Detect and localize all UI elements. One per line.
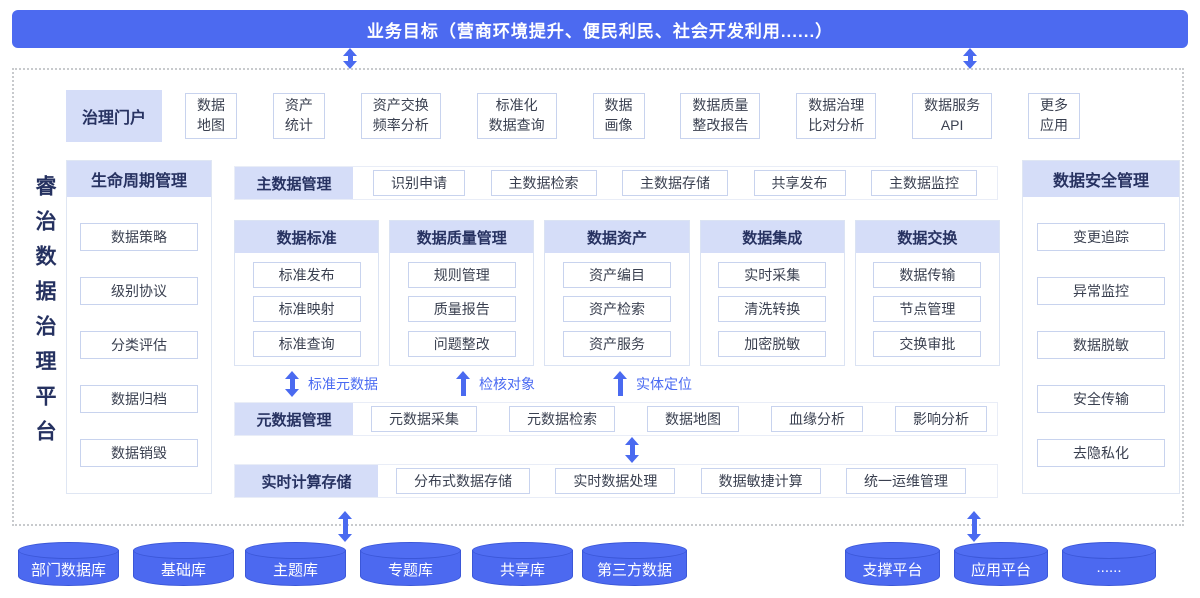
portal-item: 资产统计 bbox=[272, 93, 325, 139]
database-cylinder: 部门数据库 bbox=[18, 542, 119, 586]
connector-arrow-icon bbox=[963, 48, 977, 69]
up-arrow-icon bbox=[456, 371, 470, 396]
security-item: 数据脱敏 bbox=[1037, 331, 1165, 359]
portal-item: 资产交换频率分析 bbox=[360, 93, 441, 139]
realtime-row: 实时计算存储 分布式数据存储 实时数据处理 数据敏捷计算 统一运维管理 bbox=[234, 464, 998, 498]
capability-item: 资产编目 bbox=[563, 261, 671, 288]
portal-item: 数据质量整改报告 bbox=[680, 93, 761, 139]
flow-label-entity-location: 实体定位 bbox=[613, 371, 692, 397]
portal-item: 数据地图 bbox=[185, 93, 237, 139]
metadata-item: 血缘分析 bbox=[771, 406, 863, 432]
master-data-item: 主数据存储 bbox=[622, 170, 728, 196]
realtime-item: 分布式数据存储 bbox=[396, 468, 530, 494]
metadata-row: 元数据管理 元数据采集 元数据检索 数据地图 血缘分析 影响分析 bbox=[234, 402, 998, 436]
realtime-item: 统一运维管理 bbox=[845, 468, 966, 494]
security-header: 数据安全管理 bbox=[1023, 161, 1179, 197]
portal-row: 治理门户 数据地图 资产统计 资产交换频率分析 标准化数据查询 数据画像 数据质… bbox=[66, 90, 1080, 142]
capability-item: 清洗转换 bbox=[718, 296, 827, 322]
database-cylinder: 共享库 bbox=[472, 542, 573, 586]
capability-column-assets: 数据资产 资产编目 资产检索 资产服务 bbox=[544, 220, 690, 366]
capability-item: 数据传输 bbox=[873, 261, 982, 288]
capability-item: 标准发布 bbox=[252, 261, 361, 288]
capability-item: 质量报告 bbox=[407, 296, 516, 322]
capability-item: 规则管理 bbox=[407, 261, 516, 288]
security-item: 变更追踪 bbox=[1037, 223, 1165, 251]
metadata-item: 影响分析 bbox=[895, 406, 987, 432]
flow-label-check-object: 检核对象 bbox=[456, 371, 535, 397]
metadata-item: 数据地图 bbox=[647, 406, 739, 432]
metadata-item: 元数据检索 bbox=[509, 406, 615, 432]
metadata-item: 元数据采集 bbox=[371, 406, 477, 432]
platform-cylinder: ...... bbox=[1062, 542, 1156, 586]
platform-cylinder: 支撑平台 bbox=[845, 542, 940, 586]
lifecycle-item: 数据归档 bbox=[80, 385, 198, 413]
portal-item: 标准化数据查询 bbox=[476, 93, 557, 139]
capability-column-exchange: 数据交换 数据传输 节点管理 交换审批 bbox=[854, 220, 1001, 366]
connector-arrow-icon bbox=[967, 511, 981, 542]
up-arrow-icon bbox=[613, 371, 627, 396]
realtime-item: 实时数据处理 bbox=[555, 468, 676, 494]
security-item: 安全传输 bbox=[1037, 385, 1165, 413]
capability-item: 节点管理 bbox=[873, 296, 982, 322]
platform-boundary bbox=[12, 68, 1184, 526]
capability-columns: 数据标准 标准发布 标准映射 标准查询 数据质量管理 规则管理 质量报告 问题整… bbox=[234, 220, 1001, 366]
master-data-item: 主数据监控 bbox=[871, 170, 977, 196]
capability-item: 标准映射 bbox=[252, 296, 361, 322]
realtime-header: 实时计算存储 bbox=[235, 465, 378, 497]
capability-item: 加密脱敏 bbox=[718, 330, 827, 357]
capability-item: 问题整改 bbox=[407, 330, 516, 357]
database-cylinder: 主题库 bbox=[245, 542, 346, 586]
double-arrow-icon bbox=[285, 371, 299, 397]
capability-column-standards: 数据标准 标准发布 标准映射 标准查询 bbox=[234, 220, 380, 366]
security-item: 去隐私化 bbox=[1037, 439, 1165, 467]
capability-item: 标准查询 bbox=[252, 330, 361, 357]
portal-header: 治理门户 bbox=[66, 90, 162, 142]
lifecycle-header: 生命周期管理 bbox=[67, 161, 211, 197]
master-data-item: 共享发布 bbox=[753, 170, 846, 196]
capability-column-integration: 数据集成 实时采集 清洗转换 加密脱敏 bbox=[699, 220, 845, 366]
database-cylinder: 基础库 bbox=[133, 542, 234, 586]
metadata-header: 元数据管理 bbox=[235, 403, 353, 435]
realtime-item: 数据敏捷计算 bbox=[700, 468, 821, 494]
security-column: 数据安全管理 变更追踪 异常监控 数据脱敏 安全传输 去隐私化 bbox=[1022, 160, 1180, 494]
master-data-row: 主数据管理 识别申请 主数据检索 主数据存储 共享发布 主数据监控 bbox=[234, 166, 998, 200]
capability-column-quality: 数据质量管理 规则管理 质量报告 问题整改 bbox=[389, 220, 535, 366]
portal-item: 更多应用 bbox=[1028, 93, 1080, 139]
flow-label-standard-metadata: 标准元数据 bbox=[285, 371, 378, 397]
lifecycle-column: 生命周期管理 数据策略 级别协议 分类评估 数据归档 数据销毁 bbox=[66, 160, 212, 494]
connector-arrow-icon bbox=[343, 48, 357, 69]
lifecycle-item: 分类评估 bbox=[80, 331, 198, 359]
portal-item: 数据治理比对分析 bbox=[796, 93, 877, 139]
connector-arrow-icon bbox=[338, 511, 352, 542]
master-data-item: 识别申请 bbox=[373, 170, 465, 196]
connector-arrow-icon bbox=[625, 437, 639, 463]
capability-item: 资产检索 bbox=[563, 296, 671, 322]
security-item: 异常监控 bbox=[1037, 277, 1165, 305]
platform-cylinder: 应用平台 bbox=[954, 542, 1048, 586]
capability-item: 实时采集 bbox=[718, 261, 827, 288]
master-data-item: 主数据检索 bbox=[490, 170, 597, 196]
platform-title: 睿治数据治理平台 bbox=[33, 175, 56, 455]
master-data-header: 主数据管理 bbox=[235, 167, 353, 199]
lifecycle-item: 数据策略 bbox=[80, 223, 198, 251]
database-cylinder: 专题库 bbox=[360, 542, 461, 586]
capability-item: 交换审批 bbox=[873, 330, 982, 357]
portal-item: 数据画像 bbox=[592, 93, 645, 139]
portal-items: 数据地图 资产统计 资产交换频率分析 标准化数据查询 数据画像 数据质量整改报告… bbox=[162, 90, 1080, 142]
lifecycle-item: 数据销毁 bbox=[80, 439, 198, 467]
database-cylinder: 第三方数据 bbox=[582, 542, 687, 586]
business-goal-banner: 业务目标（营商环境提升、便民利民、社会开发利用......） bbox=[12, 10, 1188, 48]
lifecycle-item: 级别协议 bbox=[80, 277, 198, 305]
capability-item: 资产服务 bbox=[563, 330, 671, 357]
